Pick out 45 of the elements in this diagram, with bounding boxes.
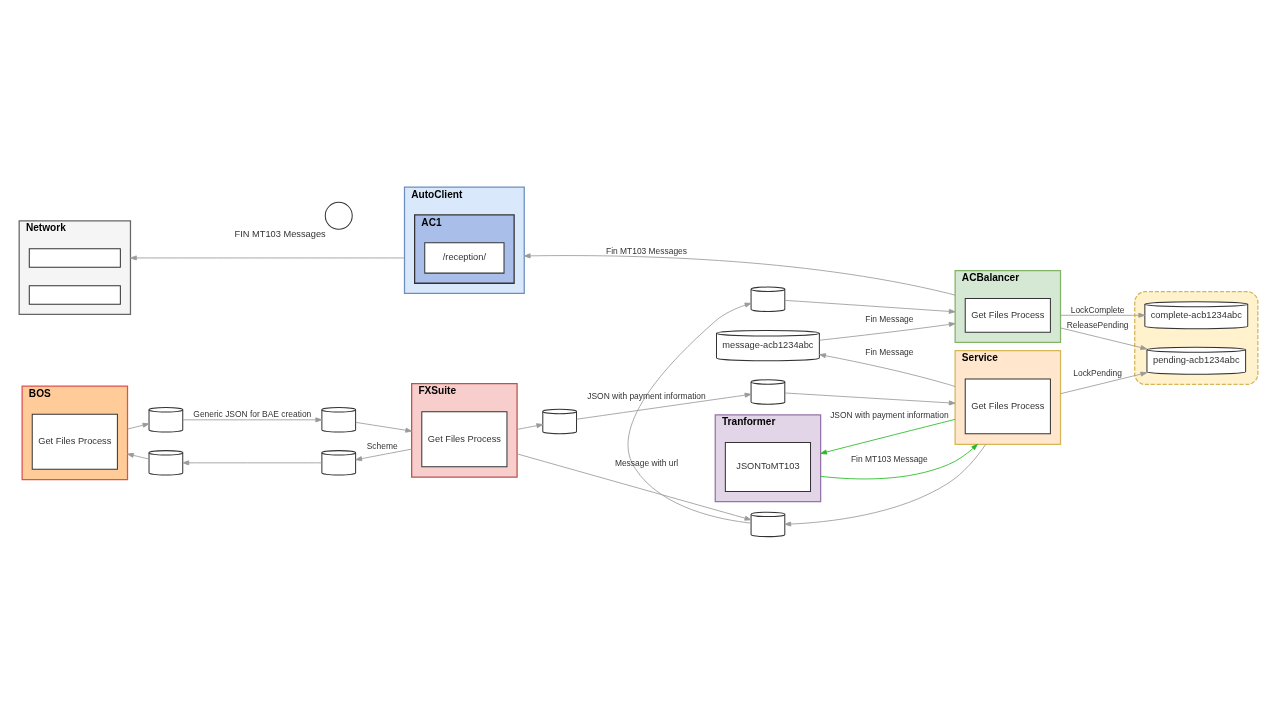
edge-label: Fin Message (865, 346, 914, 357)
edge-label: Message with url (614, 457, 679, 468)
arrow (576, 392, 752, 420)
edge-label: Generic JSON for BAE creation (193, 408, 312, 419)
edge-label: LockPending (1073, 367, 1122, 378)
arrow (355, 448, 413, 461)
arrow (819, 352, 956, 387)
arrow (127, 452, 150, 459)
arrow (130, 254, 405, 260)
arrow (1060, 371, 1148, 394)
arrow (784, 392, 956, 405)
arrow (819, 321, 956, 341)
arrow (784, 443, 987, 526)
edge-label: JSON with payment information (587, 390, 706, 401)
edge-label: JSON with payment information (830, 409, 949, 420)
node-box: Get Files Process (964, 297, 1051, 333)
node-box: Get Files Process (421, 410, 508, 467)
node-box (28, 247, 121, 268)
arrow (820, 418, 956, 454)
arrow (127, 422, 150, 429)
arrow (516, 422, 544, 430)
edge-label: Fin MT103 Messages (606, 245, 687, 256)
arrow (1060, 327, 1148, 350)
arrow (784, 299, 956, 314)
arrow (182, 459, 323, 465)
node-circle (324, 201, 353, 230)
arrow (523, 252, 956, 296)
edge-label: LockComplete (1070, 304, 1125, 315)
node-box: JSONToMT103 (724, 441, 811, 492)
node-box (28, 284, 121, 305)
edge-label: ReleasePending (1066, 319, 1129, 330)
edge-label: Fin Message (865, 313, 914, 324)
node-box: /reception/ (424, 241, 505, 274)
arrow (820, 443, 978, 479)
edge-label: Scheme (366, 440, 398, 451)
node-box: Get Files Process (964, 377, 1051, 434)
node-label: FIN MT103 Messages (234, 228, 326, 239)
edge-label: Fin MT103 Message (850, 453, 928, 464)
arrow (1060, 312, 1146, 318)
arrow (182, 416, 323, 422)
arrow (627, 302, 752, 524)
node-box: Get Files Process (31, 413, 118, 470)
arrow (516, 452, 752, 521)
cluster: Network (18, 219, 132, 315)
arrow (355, 421, 413, 433)
